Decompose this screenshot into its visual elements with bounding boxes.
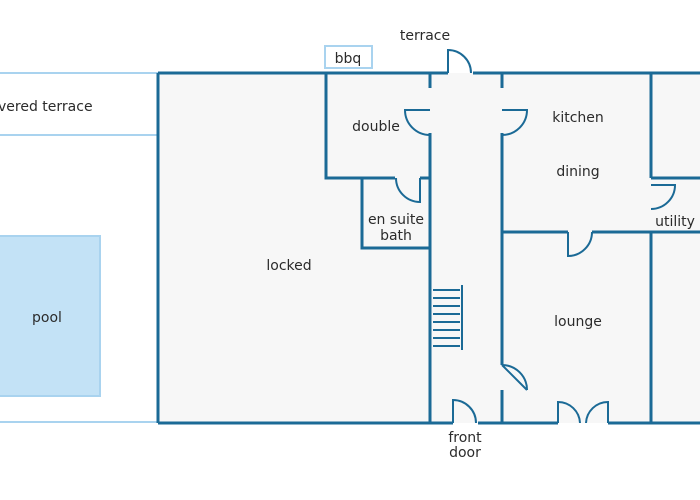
room-label-en-suite: en suite — [368, 212, 424, 228]
room-label-front: front — [448, 430, 482, 446]
room-label-dining: dining — [556, 164, 599, 180]
covered-terrace-outline — [0, 72, 158, 136]
stairs — [433, 285, 463, 350]
room-label-locked: locked — [266, 258, 311, 274]
room-label-bbq: bbq — [335, 51, 362, 67]
room-label-utility: utility — [655, 214, 695, 230]
room-label-kitchen: kitchen — [552, 110, 604, 126]
walls — [156, 71, 700, 425]
room-label-bath: bath — [380, 228, 412, 244]
bbq-unit — [324, 45, 373, 69]
room-label-terrace: terrace — [400, 28, 450, 44]
pool-area — [0, 235, 101, 397]
room-label-lounge: lounge — [554, 314, 602, 330]
room-label-covered-terrace: vered terrace — [0, 99, 93, 115]
room-label-double: double — [352, 119, 400, 135]
door-swings — [395, 48, 677, 424]
room-label-pool: pool — [32, 310, 62, 326]
room-label-door: door — [449, 445, 481, 461]
